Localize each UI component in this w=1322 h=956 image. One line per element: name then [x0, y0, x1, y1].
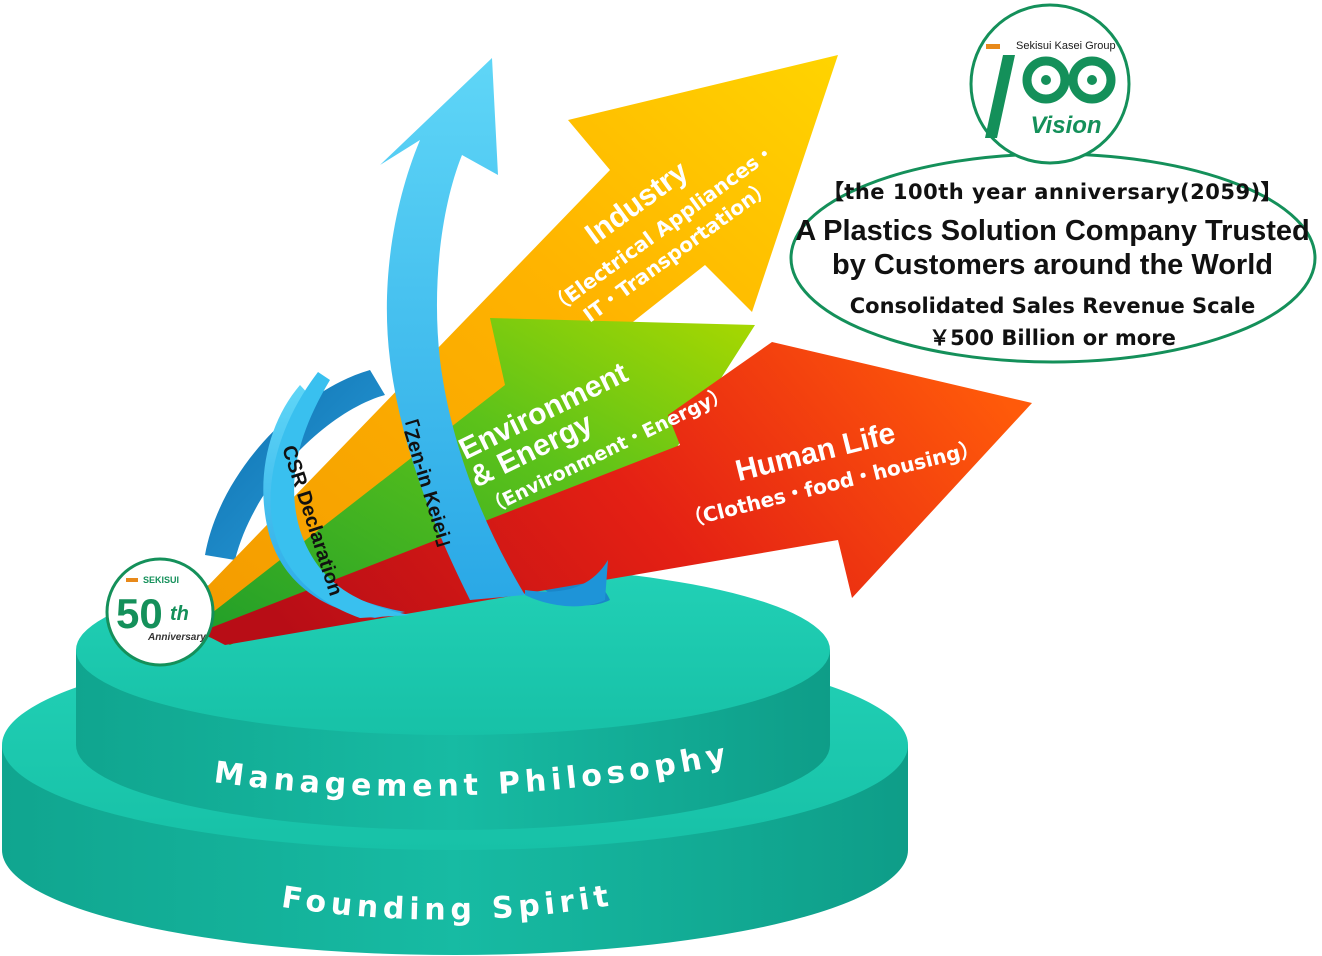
badge50-suffix: th [170, 603, 189, 625]
vision-logo-circle [969, 3, 1131, 165]
vision-anniversary-line: 【the 100th year anniversary(2059)】 [822, 180, 1283, 204]
vision-statement-text: A Plastics Solution Company Trusted by C… [790, 214, 1315, 282]
vision-sales-line-2: ￥500 Billion or more [929, 326, 1176, 350]
badge50-number: 50 [116, 590, 163, 637]
csr-ribbon-band [270, 372, 410, 618]
ribbons-front [263, 58, 608, 618]
vision-bubble: Sekisui Kasei Group Vision [789, 3, 1317, 364]
vision-brand-small: Sekisui Kasei Group [1016, 40, 1116, 52]
vision-statement: 【the 100th year anniversary(2059)】 A Pla… [790, 168, 1315, 358]
vision-sales-text: Consolidated Sales Revenue Scale ￥500 Bi… [790, 290, 1315, 354]
vision-sales-line-1: Consolidated Sales Revenue Scale [849, 294, 1256, 318]
human-life-arrow [200, 342, 1032, 645]
vision-logo: Sekisui Kasei Group Vision [985, 40, 1116, 139]
vision-statement-line-2: by Customers around the World [832, 249, 1273, 281]
zenin-ribbon-tail [525, 560, 608, 607]
vision-statement-line-1: A Plastics Solution Company Trusted [795, 215, 1310, 247]
fiftieth-anniversary-badge: SEKISUI 50 th Anniversary [105, 557, 215, 667]
badge50-brand: SEKISUI [143, 575, 179, 585]
environment-arrow [190, 318, 755, 645]
zenin-ribbon [380, 58, 525, 600]
vision-logo-word: Vision [1030, 112, 1101, 139]
badge50-word: Anniversary [147, 632, 206, 643]
csr-ribbon-back [205, 370, 385, 560]
